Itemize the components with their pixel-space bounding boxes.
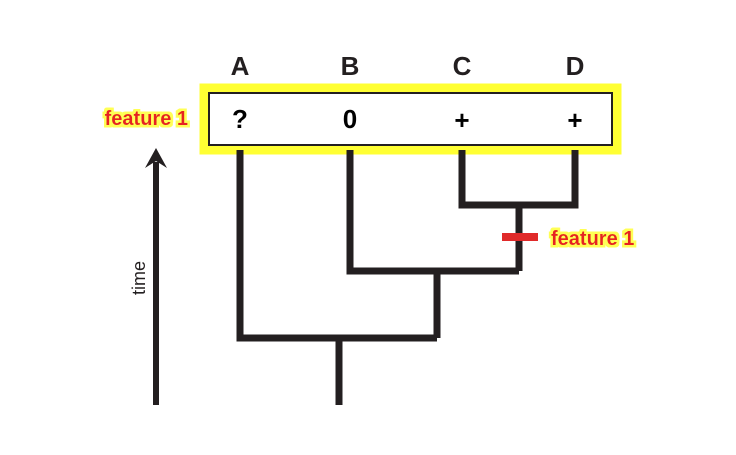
- taxon-label-c: C: [453, 51, 472, 81]
- branch-a-bcd: [236, 150, 437, 342]
- taxon-label-a: A: [231, 51, 250, 81]
- state-c: +: [454, 105, 469, 135]
- taxon-label-d: D: [566, 51, 585, 81]
- branch-feature-label: feature 1: [551, 228, 634, 250]
- time-axis-arrowhead: [145, 148, 167, 168]
- feature-row-box: [208, 92, 613, 146]
- state-d: +: [567, 105, 582, 135]
- state-a: ?: [232, 104, 248, 134]
- row-feature-label: feature 1: [105, 108, 188, 130]
- state-b: 0: [343, 104, 357, 134]
- feature-change-marker: [502, 233, 538, 241]
- branch-c-d: [458, 150, 579, 209]
- taxon-label-b: B: [341, 51, 360, 81]
- phylogenetic-tree: [236, 150, 579, 405]
- time-axis-label: time: [129, 261, 149, 295]
- branch-b-cd: [346, 150, 519, 275]
